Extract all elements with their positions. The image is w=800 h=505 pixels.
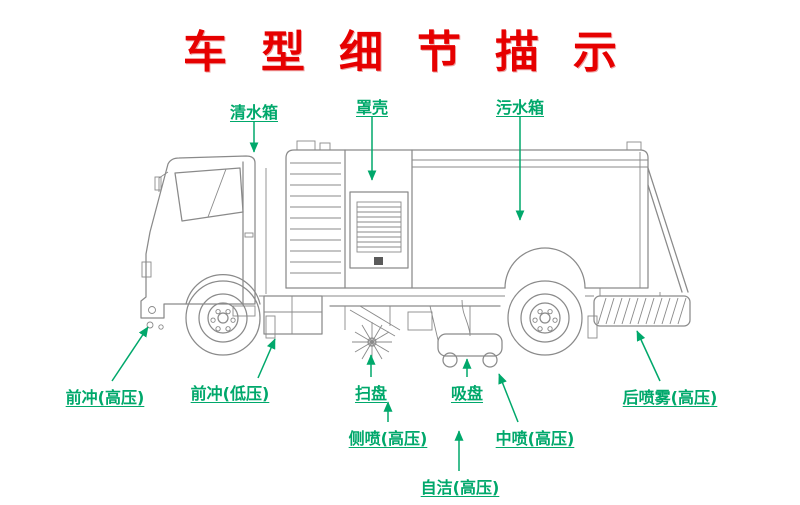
front-wheel-arch xyxy=(185,274,261,305)
label-front-flush-high: 前冲(高压) xyxy=(65,388,145,407)
sweeping-equipment xyxy=(146,299,503,368)
mud-flap-front xyxy=(265,315,276,339)
chassis-toolbox xyxy=(263,295,323,335)
front-rack-slats xyxy=(290,162,341,274)
rear-spray-boom xyxy=(593,167,691,327)
label-clean-water-tank: 清水箱 xyxy=(229,103,279,122)
tank-hatches xyxy=(296,140,642,151)
arrow-front-flush-low xyxy=(257,338,276,379)
label-side-spray-high: 侧喷(高压) xyxy=(348,429,428,448)
label-self-clean-high: 自洁(高压) xyxy=(420,478,500,497)
label-mid-spray-high: 中喷(高压) xyxy=(495,429,575,448)
front-wheel xyxy=(185,280,261,356)
headlight xyxy=(141,261,152,278)
cab-step xyxy=(232,305,256,317)
rear-wheel xyxy=(507,280,583,356)
fog-lamp xyxy=(148,306,156,314)
cab-window-divider xyxy=(207,168,227,218)
cab-door-handle xyxy=(244,232,254,238)
arrow-mid-spray-high xyxy=(498,373,519,423)
front-nozzles xyxy=(146,321,164,330)
truck-cab xyxy=(140,155,276,339)
water-tank-body xyxy=(285,140,649,339)
label-front-flush-low: 前冲(低压) xyxy=(190,384,270,403)
label-sweep-disc: 扫盘 xyxy=(354,384,388,403)
page-title: 车型细节描示 xyxy=(183,27,651,78)
label-cover-shell: 罩壳 xyxy=(355,98,389,117)
arrow-front-flush-high xyxy=(111,326,149,382)
label-sewage-tank: 污水箱 xyxy=(495,98,545,117)
sweep-disc-brush xyxy=(352,322,392,362)
suction-assembly xyxy=(429,299,503,368)
arrow-rear-spray-high xyxy=(636,330,661,382)
rear-wheel-arch xyxy=(504,247,586,289)
chassis xyxy=(259,168,594,335)
cover-panel xyxy=(349,191,409,269)
label-rear-spray-high: 后喷雾(高压) xyxy=(622,388,718,407)
label-suction-plate: 吸盘 xyxy=(450,384,484,403)
cab-window xyxy=(174,167,244,222)
mirror-glass xyxy=(154,176,162,191)
side-mirror xyxy=(158,171,169,192)
mud-flap-rear xyxy=(587,315,598,339)
truck-drawing xyxy=(140,140,691,368)
callout-arrows xyxy=(111,116,661,471)
